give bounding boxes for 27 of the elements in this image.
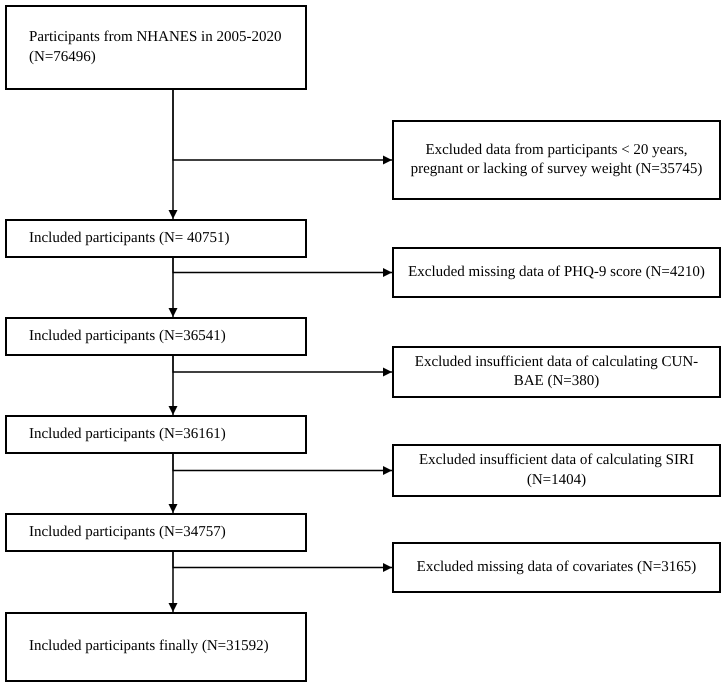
- arrow: [172, 356, 392, 376]
- process-box: [392, 247, 721, 298]
- arrow: [172, 552, 392, 572]
- process-box: [392, 120, 721, 200]
- process-box: [392, 444, 721, 497]
- process-box: [5, 219, 307, 258]
- box-text: Participants from NHANES in 2005-2020 (N=76496): [29, 28, 282, 66]
- box-text: Included participants (N= 40751): [29, 228, 230, 248]
- process-box: [392, 542, 721, 593]
- process-box: [392, 346, 721, 398]
- box-text: Included participants (N=34757): [29, 522, 226, 542]
- box-text: Excluded missing data of PHQ-9 score (N=4210): [408, 262, 705, 282]
- arrow: [172, 454, 392, 475]
- process-box: [5, 415, 307, 454]
- arrow: [172, 90, 392, 164]
- box-text: Included participants (N=36541): [29, 326, 226, 346]
- box-text: Excluded missing data of covariates (N=3165): [416, 558, 696, 577]
- process-box: [5, 317, 307, 356]
- box-text: Included participants (N=36161): [29, 424, 226, 444]
- process-box: [5, 5, 307, 90]
- box-text: Included participants finally (N=31592): [29, 637, 269, 656]
- process-box: [5, 612, 307, 682]
- process-box: [5, 513, 307, 552]
- arrow: [172, 258, 392, 277]
- box-text: Excluded data from participants < 20 years, pregnant or lacking of survey weight (N=35745): [410, 140, 704, 179]
- box-text: Excluded insufficient data of calculating SIRI (N=1404): [418, 451, 696, 490]
- box-text: Excluded insufficient data of calculating CUN-BAE (N=380): [414, 352, 700, 391]
